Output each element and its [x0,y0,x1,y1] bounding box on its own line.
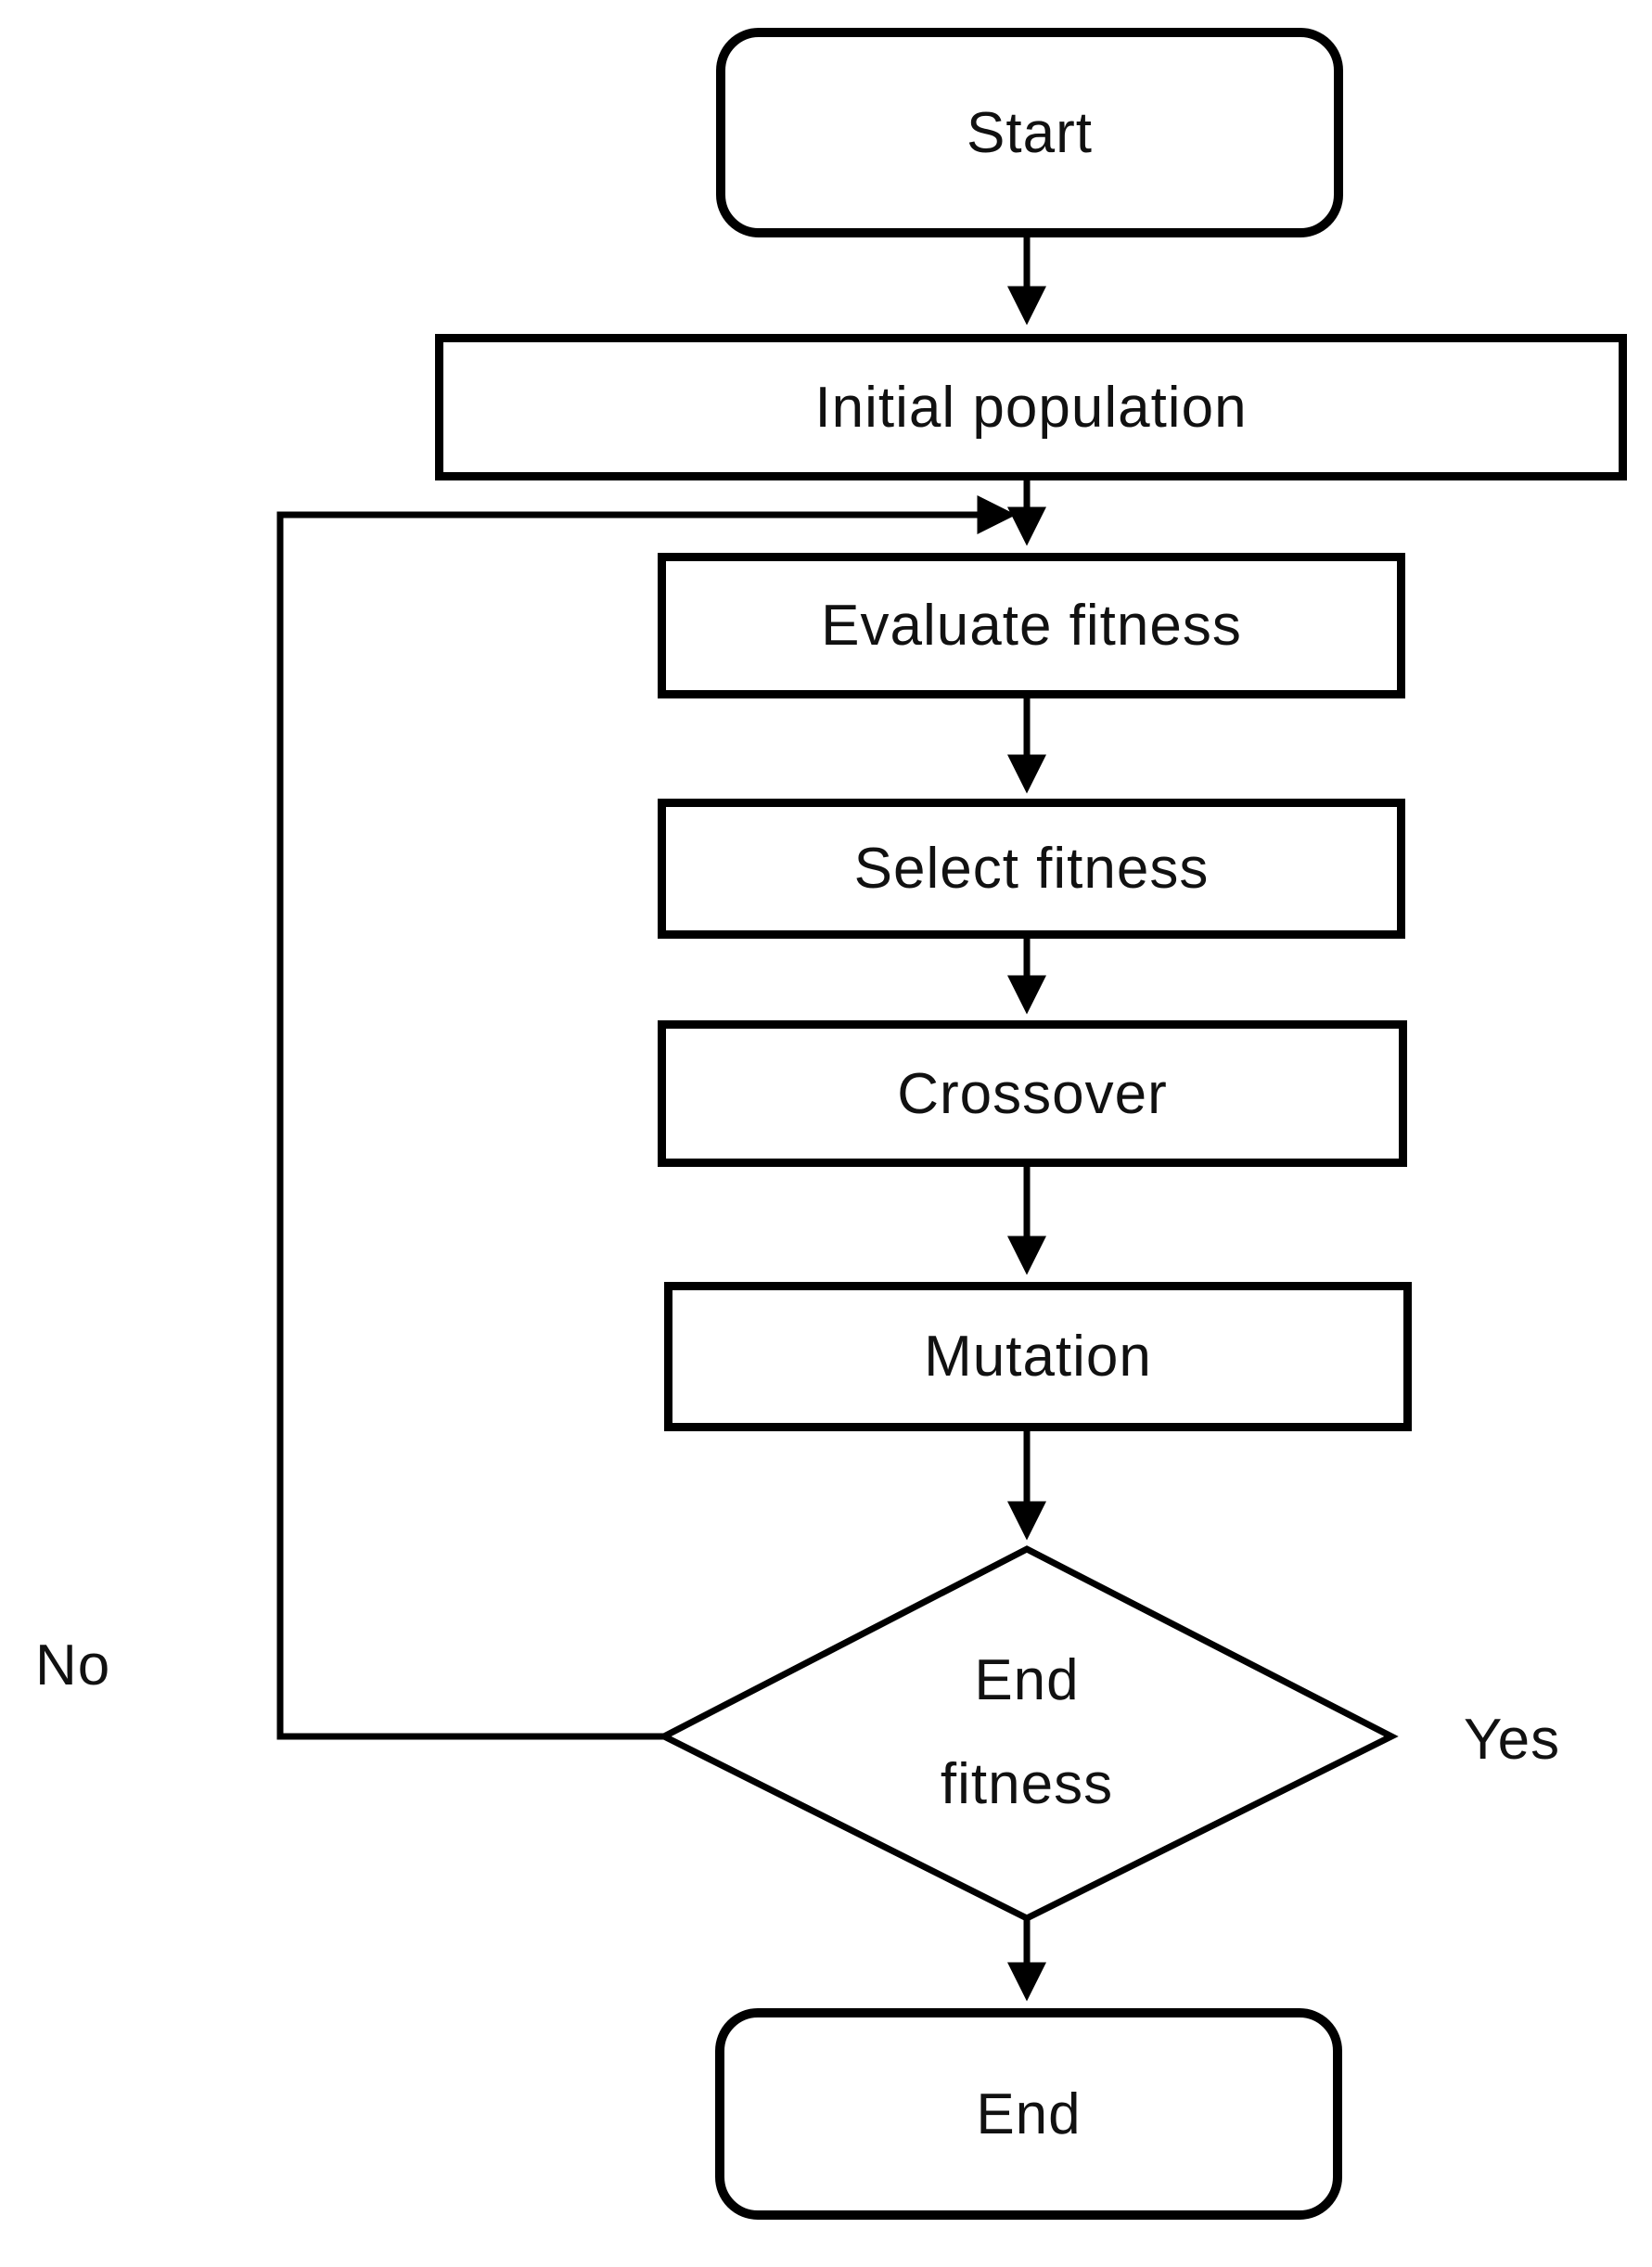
node-end-label: End [976,2081,1082,2146]
node-end-fitness-label: End fitness [832,1629,1222,1837]
node-end-fitness-label-line2: fitness [940,1752,1114,1816]
node-mutation-label: Mutation [924,1325,1152,1389]
node-initial-population: Initial population [435,334,1627,480]
node-crossover: Crossover [658,1020,1407,1167]
node-initial-population-label: Initial population [814,375,1248,440]
decision-diamond [657,1545,1399,1922]
node-select-fitness-label: Select fitness [853,837,1210,901]
node-start-label: Start [967,100,1093,165]
node-start: Start [716,28,1343,237]
edge-label-no: No [35,1633,111,1697]
node-mutation: Mutation [664,1282,1412,1431]
node-end-fitness-label-line1: End [974,1648,1080,1712]
arrow-no-loopback [276,495,1017,1740]
node-end: End [715,2008,1342,2220]
node-evaluate-fitness-label: Evaluate fitness [821,594,1242,658]
node-crossover-label: Crossover [897,1061,1168,1126]
edge-label-yes: Yes [1464,1708,1561,1772]
node-evaluate-fitness: Evaluate fitness [658,553,1405,698]
node-select-fitness: Select fitness [658,799,1405,939]
